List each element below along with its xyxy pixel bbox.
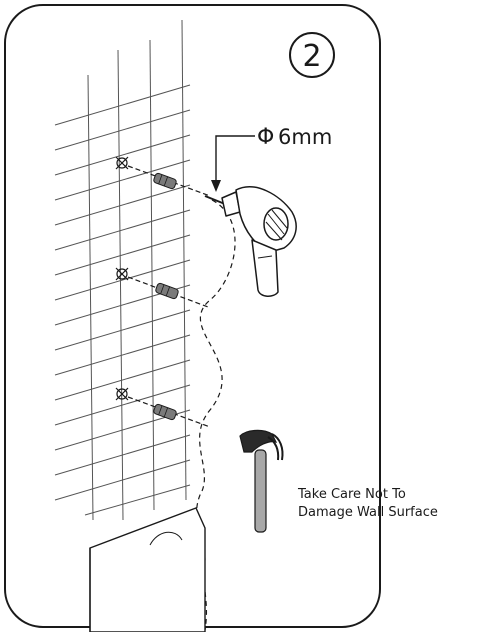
tile-line-diagonal <box>54 359 191 401</box>
callout-leader-line <box>215 135 255 185</box>
tile-line-vertical <box>117 49 124 521</box>
drill-mark-icon <box>115 156 129 170</box>
wall-anchor-icon <box>155 282 179 300</box>
step-number-circle <box>289 32 335 78</box>
note-line-1: Take Care Not To <box>297 487 406 502</box>
tile-line-diagonal <box>54 459 191 501</box>
drill-bit-callout: Φ 6mm <box>211 125 332 192</box>
hammer-handle <box>254 449 267 533</box>
tile-line-vertical <box>87 74 94 521</box>
power-drill-icon <box>204 186 297 297</box>
tile-line-diagonal <box>54 434 191 476</box>
wall-anchor-icon <box>153 403 177 421</box>
step-number: 2 <box>302 39 321 74</box>
tile-line-diagonal <box>54 259 191 301</box>
tile-line-diagonal <box>54 159 191 201</box>
step-number-badge: 2 <box>289 32 335 78</box>
tile-line-diagonal <box>54 134 191 176</box>
tile-wall <box>54 19 191 521</box>
drill-bit-size: 6mm <box>278 125 332 149</box>
tile-line-diagonal <box>54 184 191 226</box>
note-line-2: Damage Wall Surface <box>298 505 438 520</box>
tile-line-vertical <box>181 19 187 501</box>
hammer-icon <box>239 429 284 533</box>
anchor-group-top <box>115 156 211 197</box>
tile-line-diagonal <box>54 209 191 251</box>
warning-note: Take Care Not To Damage Wall Surface <box>297 487 438 520</box>
hammer-head <box>239 429 278 453</box>
tile-line-diagonal <box>54 309 191 351</box>
drill-mark-icon <box>115 267 129 281</box>
tile-line-diagonal <box>54 109 191 151</box>
diameter-symbol: Φ <box>257 125 274 150</box>
tile-line-diagonal <box>54 384 191 426</box>
tile-line-diagonal <box>84 484 191 516</box>
anchor-group-middle <box>115 267 209 308</box>
arrow-down-icon <box>211 180 221 192</box>
drill-mark-icon <box>115 387 129 401</box>
tile-line-diagonal <box>54 334 191 376</box>
tile-line-diagonal <box>54 84 191 126</box>
anchor-group-bottom <box>115 387 211 428</box>
tile-line-vertical <box>149 39 155 511</box>
wall-anchor-icon <box>153 172 177 190</box>
bathtub-edge <box>89 507 206 633</box>
tile-line-diagonal <box>54 234 191 276</box>
